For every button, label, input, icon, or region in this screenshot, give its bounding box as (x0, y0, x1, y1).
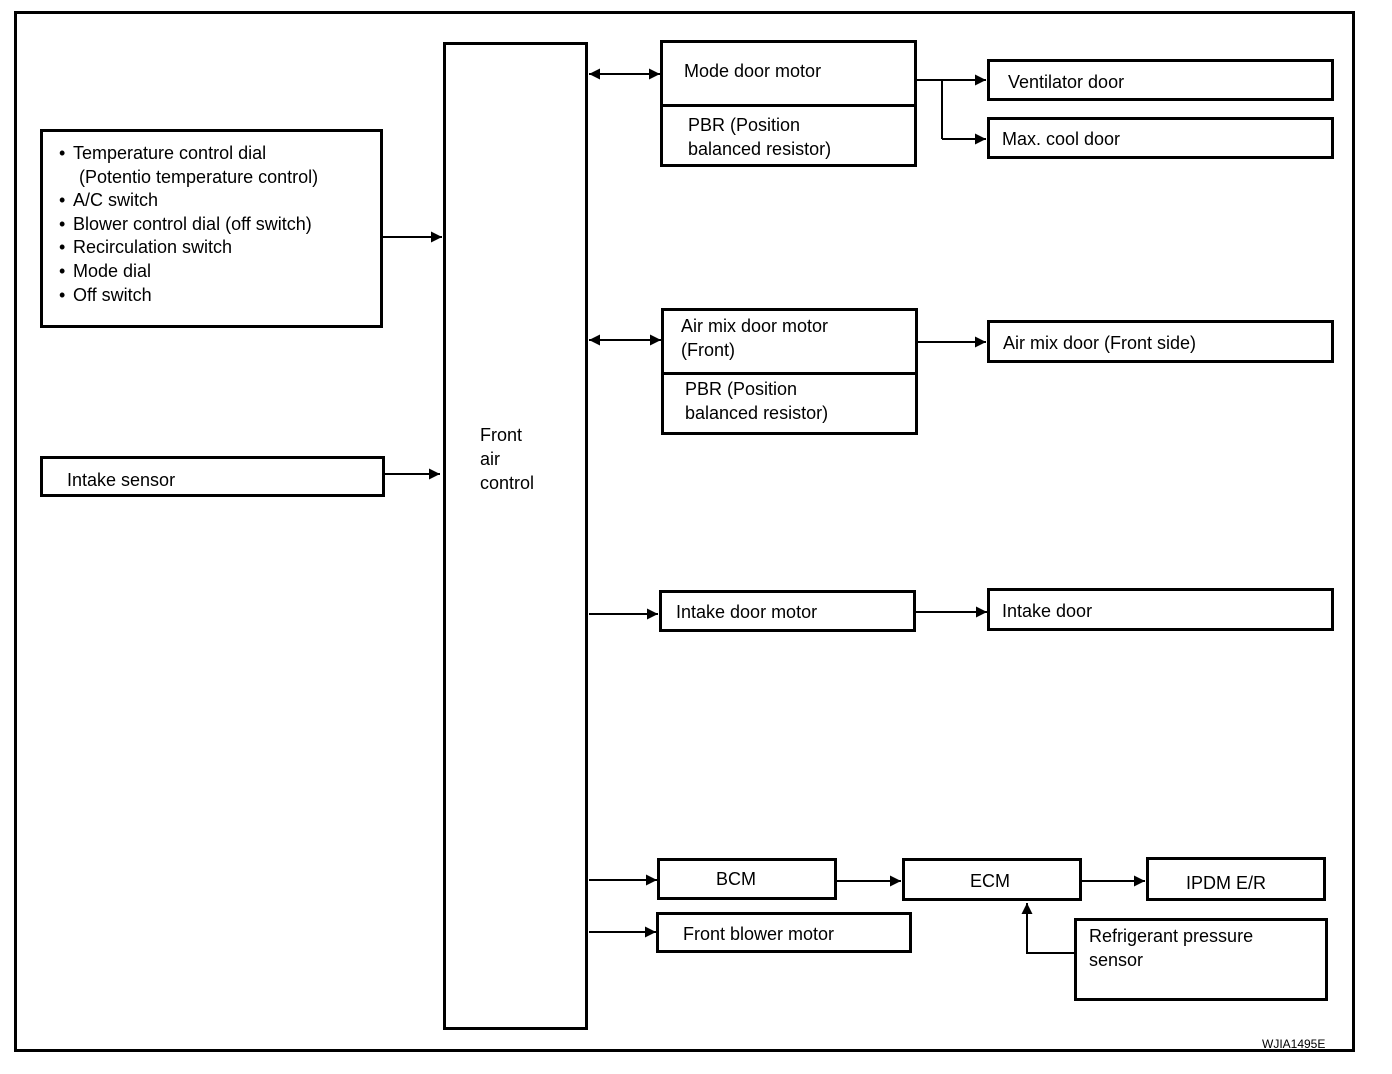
ecm-box: ECM (902, 858, 1082, 901)
intake-sensor-box: Intake sensor (40, 456, 385, 497)
ipdm-box: IPDM E/R (1146, 857, 1326, 901)
ecm-label: ECM (970, 871, 1010, 891)
bcm-box: BCM (657, 858, 837, 900)
mode-door-pbr-label: PBR (Position balanced resistor) (688, 115, 832, 159)
diagram-frame (14, 11, 1355, 1052)
front-air-control-box: Front air control (443, 42, 588, 1030)
box-divider (664, 372, 915, 375)
input-switches-box: Temperature control dial (Potentio tempe… (40, 129, 383, 328)
air-mix-door-motor-box: Air mix door motor (Front) PBR (Position… (661, 308, 918, 435)
front-air-control-label: Front air control (480, 425, 535, 493)
box-divider (663, 104, 914, 107)
intake-door-box: Intake door (987, 588, 1334, 631)
bcm-label: BCM (716, 869, 756, 889)
front-blower-motor-box: Front blower motor (656, 912, 912, 953)
intake-door-label: Intake door (1002, 601, 1093, 621)
ipdm-label: IPDM E/R (1186, 873, 1267, 893)
list-item: Temperature control dial (57, 142, 318, 166)
air-mix-pbr-label: PBR (Position balanced resistor) (685, 379, 829, 423)
max-cool-door-label: Max. cool door (1002, 129, 1121, 149)
list-item: Off switch (57, 284, 318, 308)
front-blower-motor-label: Front blower motor (683, 924, 835, 944)
arrow-refrigerant-ecm (1021, 903, 1075, 954)
input-switch-list: Temperature control dial (Potentio tempe… (57, 142, 318, 307)
refrigerant-pressure-sensor-box: Refrigerant pressure sensor (1074, 918, 1328, 1001)
list-item: Recirculation switch (57, 236, 318, 260)
list-item: Mode dial (57, 260, 318, 284)
mode-door-motor-label: Mode door motor (684, 61, 822, 81)
air-mix-door-motor-label: Air mix door motor (Front) (681, 316, 829, 360)
mode-door-motor-box: Mode door motor PBR (Position balanced r… (660, 40, 917, 167)
figure-code: WJIA1495E (1262, 1037, 1326, 1051)
intake-sensor-label: Intake sensor (67, 470, 176, 490)
refrigerant-pressure-sensor-label: Refrigerant pressure sensor (1089, 926, 1254, 970)
max-cool-door-box: Max. cool door (987, 117, 1334, 159)
air-mix-door-label: Air mix door (Front side) (1003, 333, 1197, 353)
intake-door-motor-label: Intake door motor (676, 602, 818, 622)
list-item: A/C switch (57, 189, 318, 213)
ventilator-door-box: Ventilator door (987, 59, 1334, 101)
list-item: Blower control dial (off switch) (57, 213, 318, 237)
intake-door-motor-box: Intake door motor (659, 590, 916, 632)
air-mix-door-box: Air mix door (Front side) (987, 320, 1334, 363)
list-item-continuation: (Potentio temperature control) (79, 166, 319, 187)
ventilator-door-label: Ventilator door (1008, 72, 1125, 92)
